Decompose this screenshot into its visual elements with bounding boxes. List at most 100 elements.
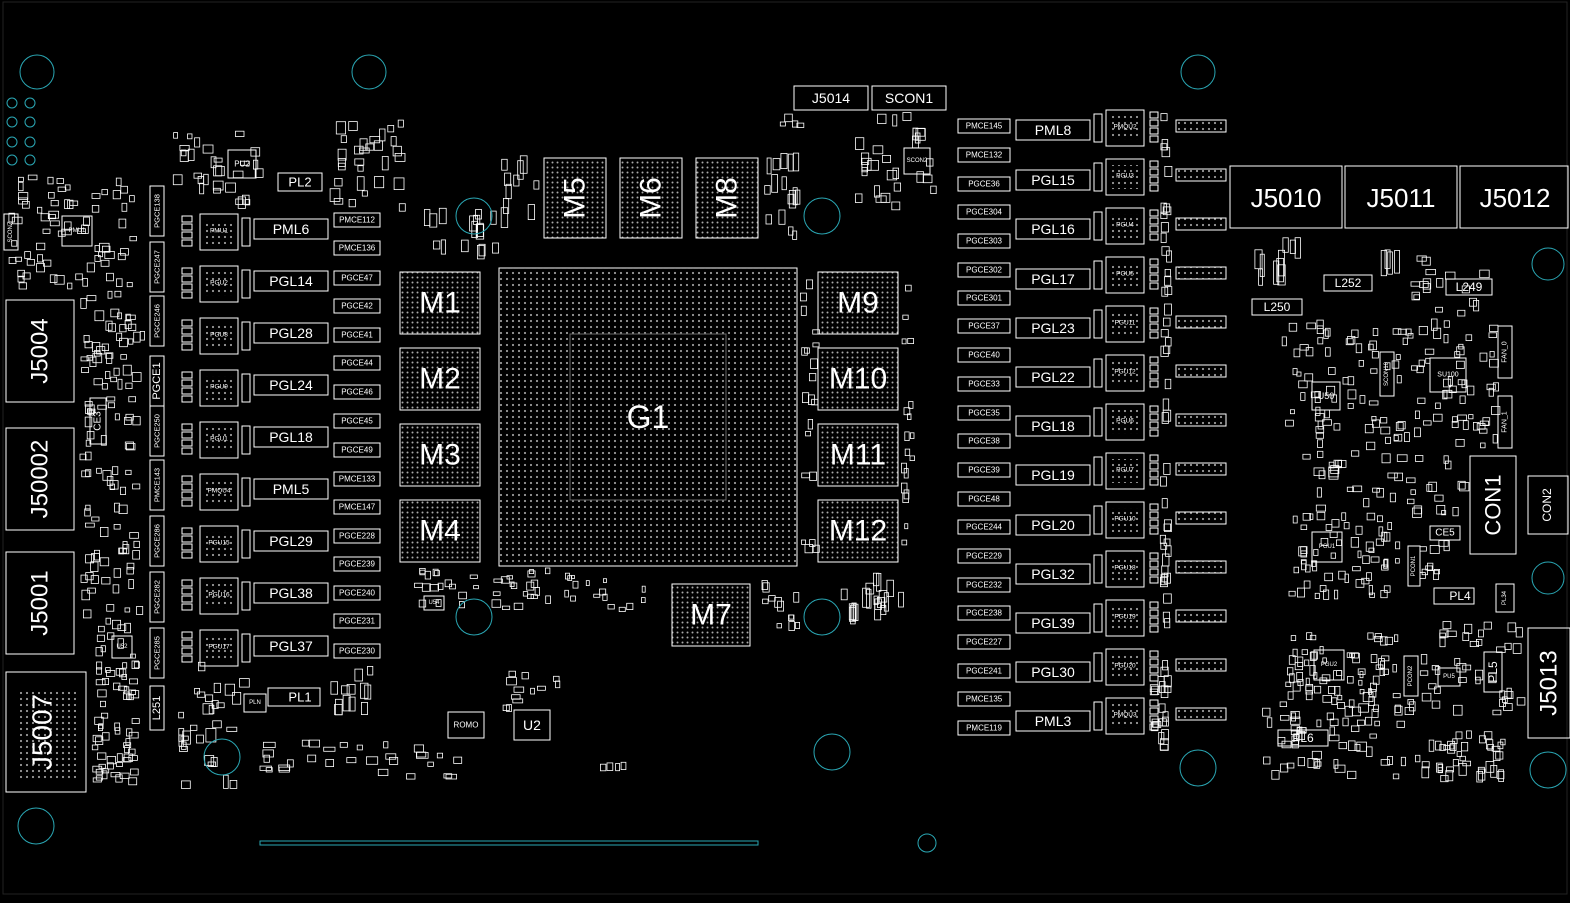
left-cap-pgce250 [149, 405, 165, 457]
passive-component [521, 672, 529, 680]
passive-component [1160, 685, 1169, 698]
passive-component [101, 770, 108, 780]
passive-component [1333, 423, 1341, 431]
passive-component [357, 165, 364, 172]
ce5-label: CE5 [1435, 528, 1455, 539]
passive-component [1371, 708, 1379, 718]
passive-component [213, 187, 221, 194]
pcon2-label: PCON2 [1408, 665, 1414, 686]
passive-component [1262, 707, 1271, 717]
right-cap-label: PGCE229 [966, 552, 1003, 561]
passive-component [1162, 660, 1168, 671]
passive-component [419, 569, 426, 576]
passive-component [1342, 717, 1349, 727]
passive-component [92, 777, 102, 783]
passive-component [1355, 525, 1363, 535]
passive-component [1387, 472, 1398, 479]
passive-component [173, 132, 179, 139]
passive-component [1373, 704, 1379, 712]
passive-component [1383, 558, 1389, 568]
scon2-label: SCON2 [907, 158, 928, 164]
passive-component [225, 182, 236, 193]
passive-component [618, 606, 626, 612]
passive-component [1347, 376, 1355, 386]
passive-component [132, 483, 141, 490]
passive-component [131, 372, 142, 382]
passive-component [1357, 719, 1365, 726]
passive-component [1357, 550, 1362, 559]
passive-component [381, 156, 389, 171]
pgu1-label: PGU1 [1319, 544, 1336, 550]
passive-component [22, 272, 31, 280]
passive-component [1478, 629, 1484, 638]
l249-label: L249 [1456, 280, 1483, 294]
passive-component [806, 279, 814, 290]
passive-component [84, 508, 91, 517]
right-phase-pgu5 [1105, 256, 1145, 294]
passive-component [365, 143, 375, 151]
passive-component [208, 704, 215, 715]
left-cap-label: PGCE286 [153, 524, 162, 558]
passive-component [388, 757, 399, 765]
passive-component [126, 728, 133, 737]
passive-component [1404, 707, 1414, 715]
passive-component [886, 579, 894, 598]
passive-component [1313, 759, 1321, 769]
passive-component [1457, 414, 1467, 421]
gpu-label: G1 [627, 399, 670, 435]
passive-component [1335, 459, 1342, 467]
passive-component [812, 342, 820, 348]
passive-component [101, 712, 109, 719]
passive-component [1413, 294, 1421, 300]
passive-component [1300, 392, 1306, 401]
passive-component [1285, 419, 1294, 427]
passive-component [1328, 466, 1339, 478]
passive-component [119, 668, 127, 678]
passive-component [1305, 691, 1313, 701]
passive-component [853, 603, 859, 622]
passive-component [805, 430, 811, 437]
right-cap-label: PGCE48 [968, 495, 1000, 504]
right-inductor-label: PGL30 [1031, 664, 1075, 680]
passive-component [1461, 285, 1470, 294]
passive-component [882, 154, 892, 163]
passive-component [95, 736, 104, 745]
passive-component [432, 240, 441, 250]
passive-component [1372, 419, 1381, 428]
passive-component [1290, 635, 1297, 641]
passive-component [96, 667, 102, 675]
pu5-label: PU5 [1443, 674, 1455, 680]
passive-component [880, 605, 887, 615]
passive-component [1462, 632, 1470, 642]
left-inductor-pml6 [253, 218, 329, 240]
passive-component [892, 114, 898, 127]
right-cap-label: PMCE132 [966, 151, 1003, 160]
passive-component [50, 199, 59, 207]
passive-component [47, 176, 54, 185]
passive-component [90, 561, 99, 572]
passive-component [346, 757, 357, 764]
connector-j5014-outline [793, 85, 869, 111]
passive-component [67, 199, 74, 209]
passive-component [1397, 328, 1407, 335]
passive-component [393, 177, 405, 190]
passive-component [1506, 687, 1512, 699]
passive-component [197, 661, 206, 672]
right-cap-label: PGCE244 [966, 523, 1003, 532]
passive-component [1452, 416, 1458, 423]
passive-component [1365, 541, 1374, 552]
left-cap-pgce47 [333, 270, 381, 286]
passive-component [802, 392, 810, 404]
passive-component [1476, 639, 1483, 646]
passive-component [912, 127, 926, 137]
passive-component [133, 661, 140, 669]
passive-component [1301, 649, 1308, 655]
passive-component [512, 698, 524, 704]
passive-component [207, 761, 217, 767]
connector-j5013-label: J5013 [1536, 650, 1563, 715]
passive-component [325, 759, 334, 767]
passive-component [1161, 147, 1171, 158]
memory-label-m3: M3 [419, 439, 461, 472]
passive-component [1381, 453, 1391, 464]
